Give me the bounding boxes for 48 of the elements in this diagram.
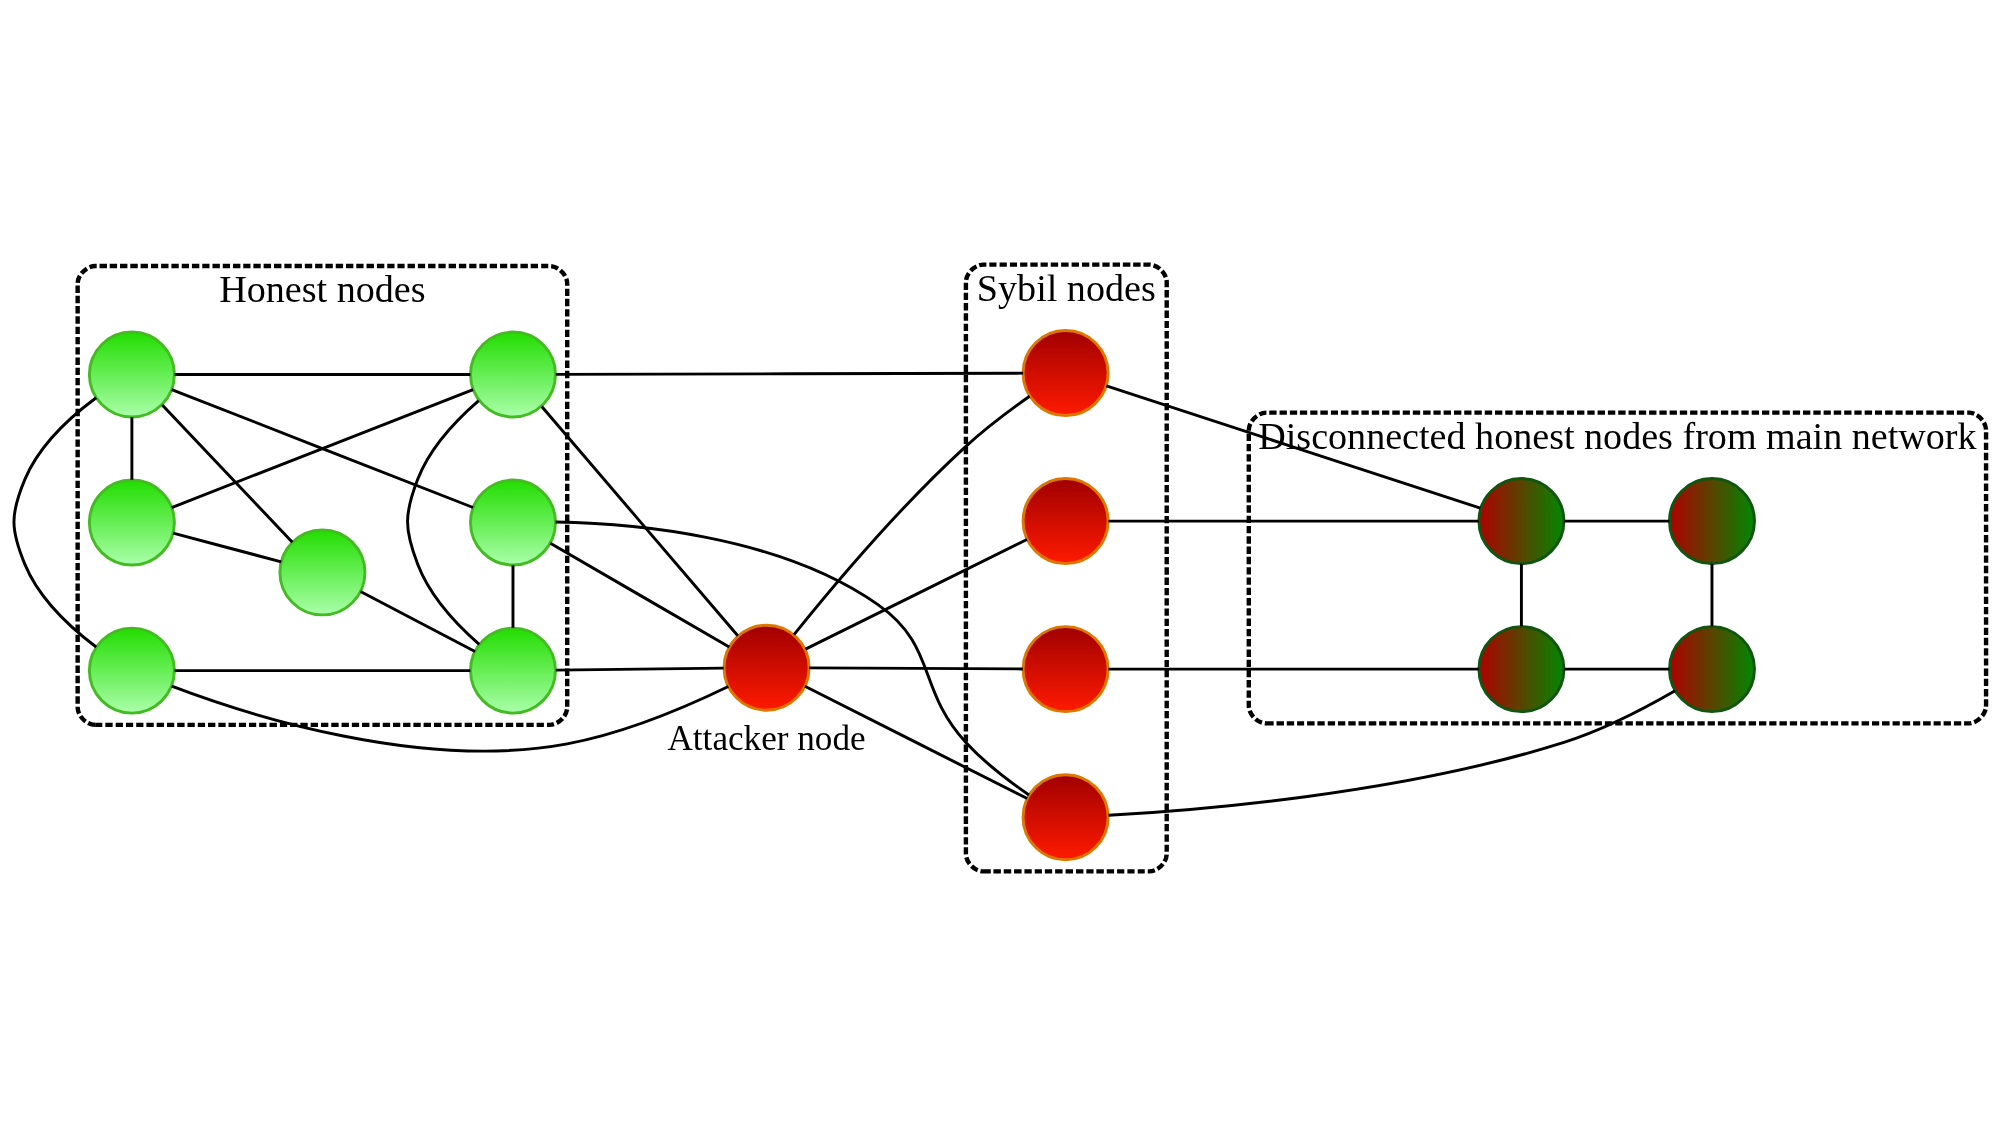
node-circle [87, 330, 176, 419]
node-circle [1021, 625, 1110, 714]
node-label: Attacker node [667, 719, 866, 759]
node-circle [1668, 477, 1756, 566]
cluster: Sybil nodes [963, 262, 1169, 874]
connector [809, 666, 1023, 671]
node-circle [278, 528, 367, 617]
connector [549, 542, 730, 649]
cluster: Disconnected honest nodes from main network [1246, 410, 1989, 726]
connector [174, 373, 471, 376]
node-circle [1021, 477, 1110, 566]
connector [130, 417, 134, 480]
connector [1108, 667, 1479, 671]
node-circle [1477, 625, 1566, 714]
connector [172, 531, 282, 564]
connector [171, 388, 474, 509]
node-circle [469, 330, 557, 419]
connector [555, 371, 1024, 376]
connector [406, 399, 481, 646]
node-circle [87, 478, 176, 567]
node-circle [1021, 329, 1110, 418]
node-circle [469, 478, 557, 567]
connector [804, 685, 1028, 800]
connector [555, 520, 1030, 797]
connector [1108, 519, 1479, 523]
node-circle [1021, 773, 1110, 862]
connector [1564, 667, 1670, 671]
connector [12, 396, 98, 649]
connector [511, 565, 515, 628]
connector [161, 404, 294, 544]
connector [1106, 384, 1481, 510]
connector [171, 684, 729, 753]
connector [1108, 689, 1676, 817]
cluster: Honest nodes [75, 263, 570, 728]
connector [792, 395, 1031, 636]
connector [555, 666, 724, 672]
connector [174, 669, 471, 673]
connector [540, 405, 739, 637]
connector [1710, 563, 1714, 627]
connector [1519, 563, 1523, 627]
node-circle [1477, 477, 1566, 566]
node-circle [722, 623, 811, 712]
node-circle [87, 626, 176, 715]
connector [804, 538, 1028, 651]
connector [359, 590, 476, 653]
node-circle [1668, 625, 1756, 714]
connector [1564, 519, 1670, 523]
node-circle [469, 626, 557, 715]
